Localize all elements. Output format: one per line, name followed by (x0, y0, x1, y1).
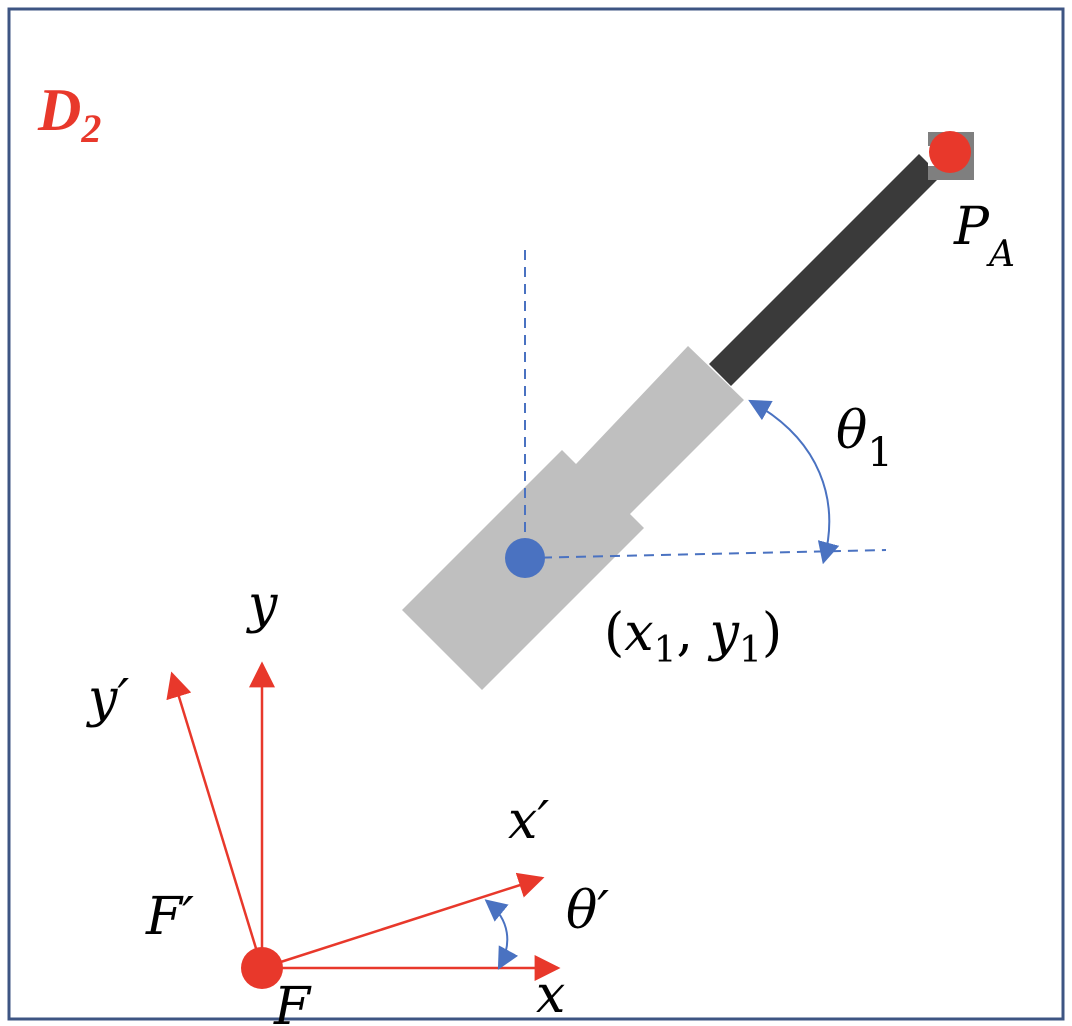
y-prime-axis-label: y′ (86, 669, 129, 729)
frame-label: F (273, 977, 312, 1026)
theta-prime-arc (484, 899, 519, 970)
theta-prime-label: θ′ (566, 881, 609, 941)
theta1-arc (748, 399, 840, 565)
robot-body (402, 346, 744, 690)
x-prime-axis (261, 872, 545, 970)
frame-prime-label: F′ (145, 887, 194, 947)
y-axis-label: y (246, 575, 278, 635)
diagram-border (7, 7, 1065, 1021)
center-coordinate-label: (x1, y1) (604, 603, 782, 671)
center-point (505, 538, 545, 578)
diagram-title: D2 (37, 77, 101, 151)
x-prime-axis-label: x′ (508, 791, 549, 851)
y-prime-axis (166, 671, 264, 969)
frame-origin-point (241, 947, 283, 989)
x-axis-label: x (536, 965, 565, 1025)
theta1-label: θ1 (836, 401, 893, 476)
horizontal-reference-line (524, 549, 887, 559)
end-point-label: PA (953, 197, 1015, 275)
end-point-marker (929, 131, 971, 173)
arm-link (709, 154, 941, 386)
